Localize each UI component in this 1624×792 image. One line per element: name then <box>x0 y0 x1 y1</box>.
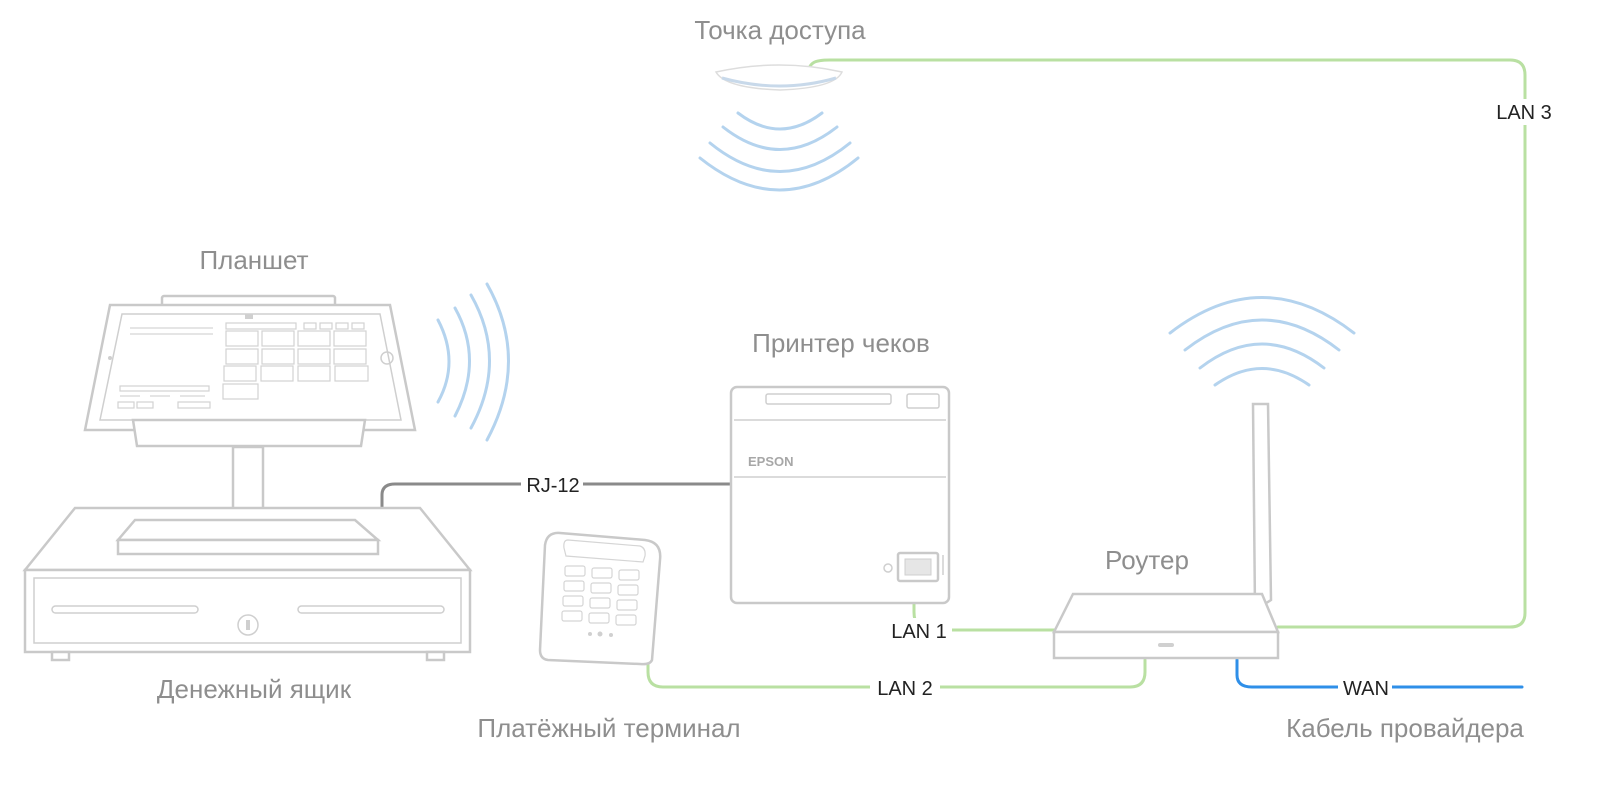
tablet-device <box>83 294 417 534</box>
access-point-label: Точка доступа <box>694 15 866 45</box>
rj12-label: RJ-12 <box>526 475 579 497</box>
cash-drawer-device <box>22 506 473 662</box>
payment-terminal-device <box>538 531 662 666</box>
cable-labels: LAN 3 LAN 1 LAN 2 WAN RJ-12 <box>521 99 1556 701</box>
printer-label: Принтер чеков <box>752 328 930 358</box>
lan3-cable <box>806 58 1527 629</box>
lan2-label: LAN 2 <box>877 678 933 700</box>
access-point-device <box>714 64 844 91</box>
wifi-waves <box>436 111 1356 442</box>
receipt-printer-device: EPSON <box>729 385 951 605</box>
wan-label: WAN <box>1343 678 1389 700</box>
provider-cable-label: Кабель провайдера <box>1286 713 1524 743</box>
printer-brand-label: EPSON <box>748 454 794 469</box>
rj12-cable <box>380 482 733 510</box>
lan1-label: LAN 1 <box>891 621 947 643</box>
payment-terminal-label: Платёжный терминал <box>477 713 740 743</box>
router-device <box>1051 402 1280 660</box>
cash-drawer-label: Денежный ящик <box>157 674 352 704</box>
router-label: Роутер <box>1105 545 1189 575</box>
wan-cable <box>1235 658 1524 689</box>
device-labels: Точка доступа Планшет Принтер чеков Роут… <box>157 15 1525 743</box>
lan3-label: LAN 3 <box>1496 102 1552 124</box>
tablet-screen-ui <box>117 322 369 409</box>
tablet-label: Планшет <box>199 245 308 275</box>
